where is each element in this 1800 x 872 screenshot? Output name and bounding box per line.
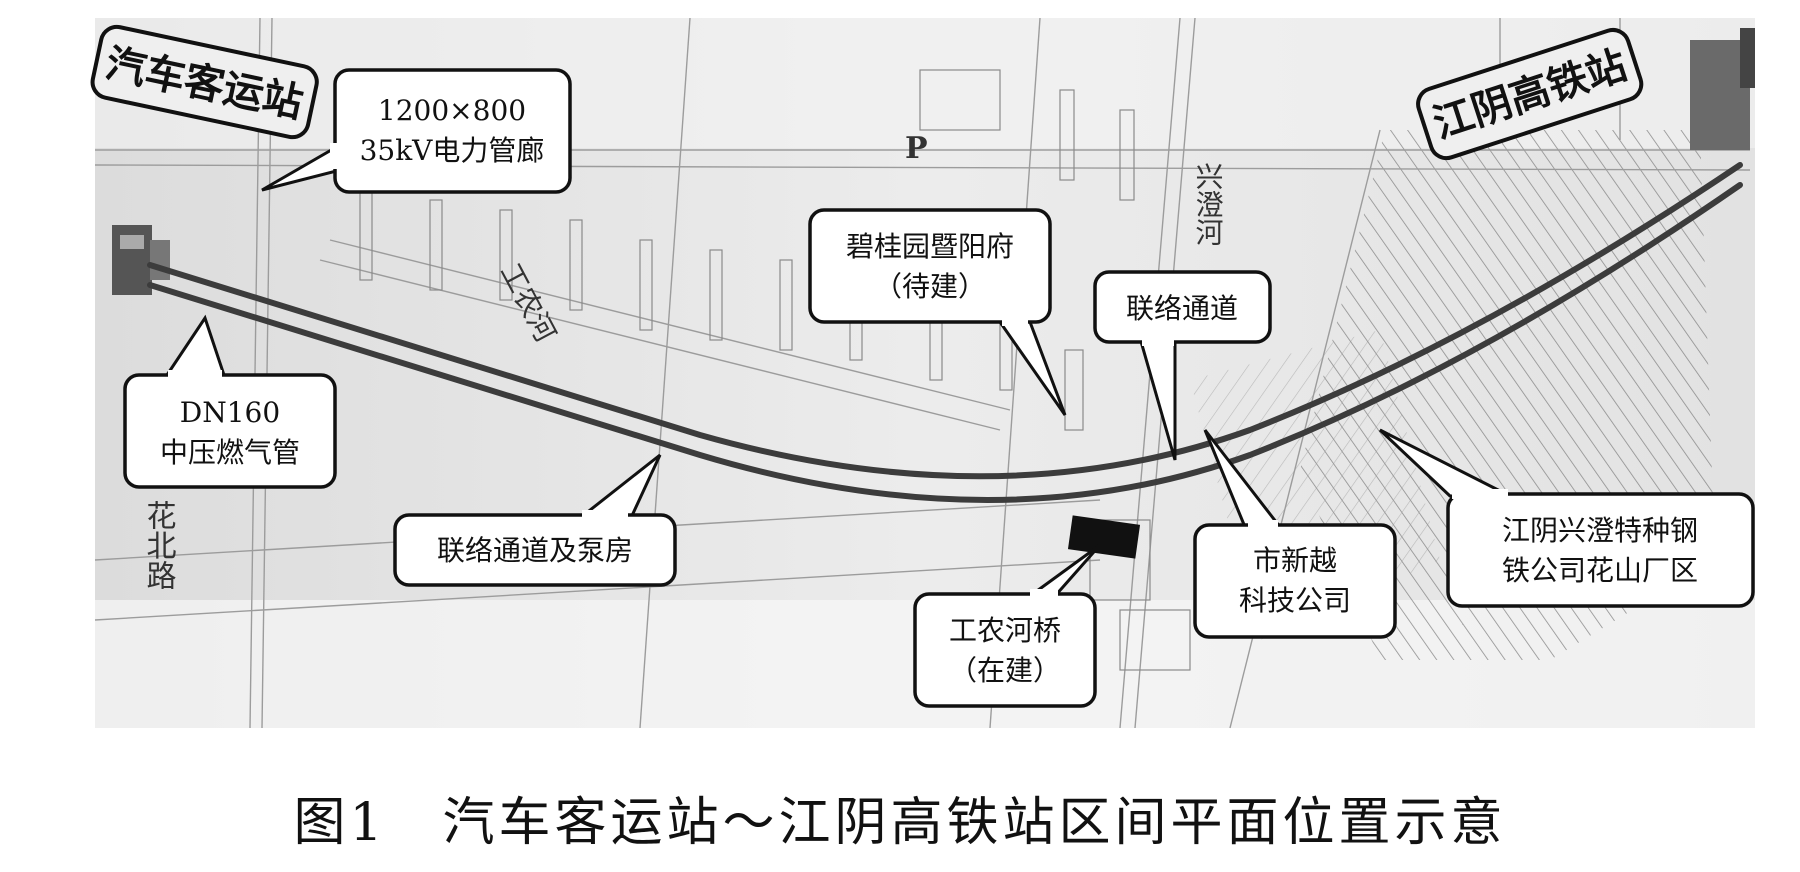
svg-text:科技公司: 科技公司: [1239, 584, 1351, 617]
start-station-structure: [112, 225, 170, 295]
svg-text:联络通道: 联络通道: [1126, 292, 1238, 325]
svg-text:工农河桥: 工农河桥: [949, 614, 1061, 647]
svg-text:1200×800: 1200×800: [378, 94, 526, 127]
figure-caption: 图1 汽车客运站～江阴高铁站区间平面位置示意: [293, 793, 1507, 853]
svg-text:DN160: DN160: [180, 396, 280, 429]
huabei-road-label: 花北路: [141, 500, 176, 590]
svg-text:江阴兴澄特种钢: 江阴兴澄特种钢: [1502, 514, 1698, 547]
svg-text:35kV电力管廊: 35kV电力管廊: [360, 134, 545, 167]
svg-text:铁公司花山厂区: 铁公司花山厂区: [1502, 554, 1698, 587]
end-station-structure: [1690, 28, 1755, 150]
svg-text:中压燃气管: 中压燃气管: [160, 436, 300, 469]
xingcheng-river-label: 兴澄河: [1192, 162, 1225, 246]
callout-power-corridor: 1200×800 35kV电力管廊: [261, 68, 572, 194]
svg-text:联络通道及泵房: 联络通道及泵房: [437, 534, 633, 567]
svg-text:碧桂园暨阳府: 碧桂园暨阳府: [846, 230, 1014, 263]
callout-passage-pump: 联络通道及泵房: [393, 453, 677, 587]
callout-steel-plant: 江阴兴澄特种钢 铁公司花山厂区: [1378, 428, 1755, 608]
callout-passage: 联络通道: [1093, 270, 1272, 461]
svg-text:（在建）: （在建）: [949, 654, 1061, 687]
svg-text:市新越: 市新越: [1253, 544, 1337, 577]
svg-text:（待建）: （待建）: [874, 270, 986, 303]
tunnel-line-right: [147, 182, 1743, 503]
callout-bridge: 工农河桥 （在建）: [913, 543, 1102, 708]
tunnel-alignment: [147, 162, 1743, 503]
callout-tech-company: 市新越 科技公司: [1193, 429, 1397, 639]
bridge-block: [1067, 515, 1141, 559]
tunnel-line-left: [147, 162, 1743, 480]
parking-marker: P: [905, 131, 928, 166]
callout-gas-pipe: DN160 中压燃气管: [123, 314, 337, 489]
callout-biguiyuan: 碧桂园暨阳府 （待建）: [808, 208, 1067, 416]
